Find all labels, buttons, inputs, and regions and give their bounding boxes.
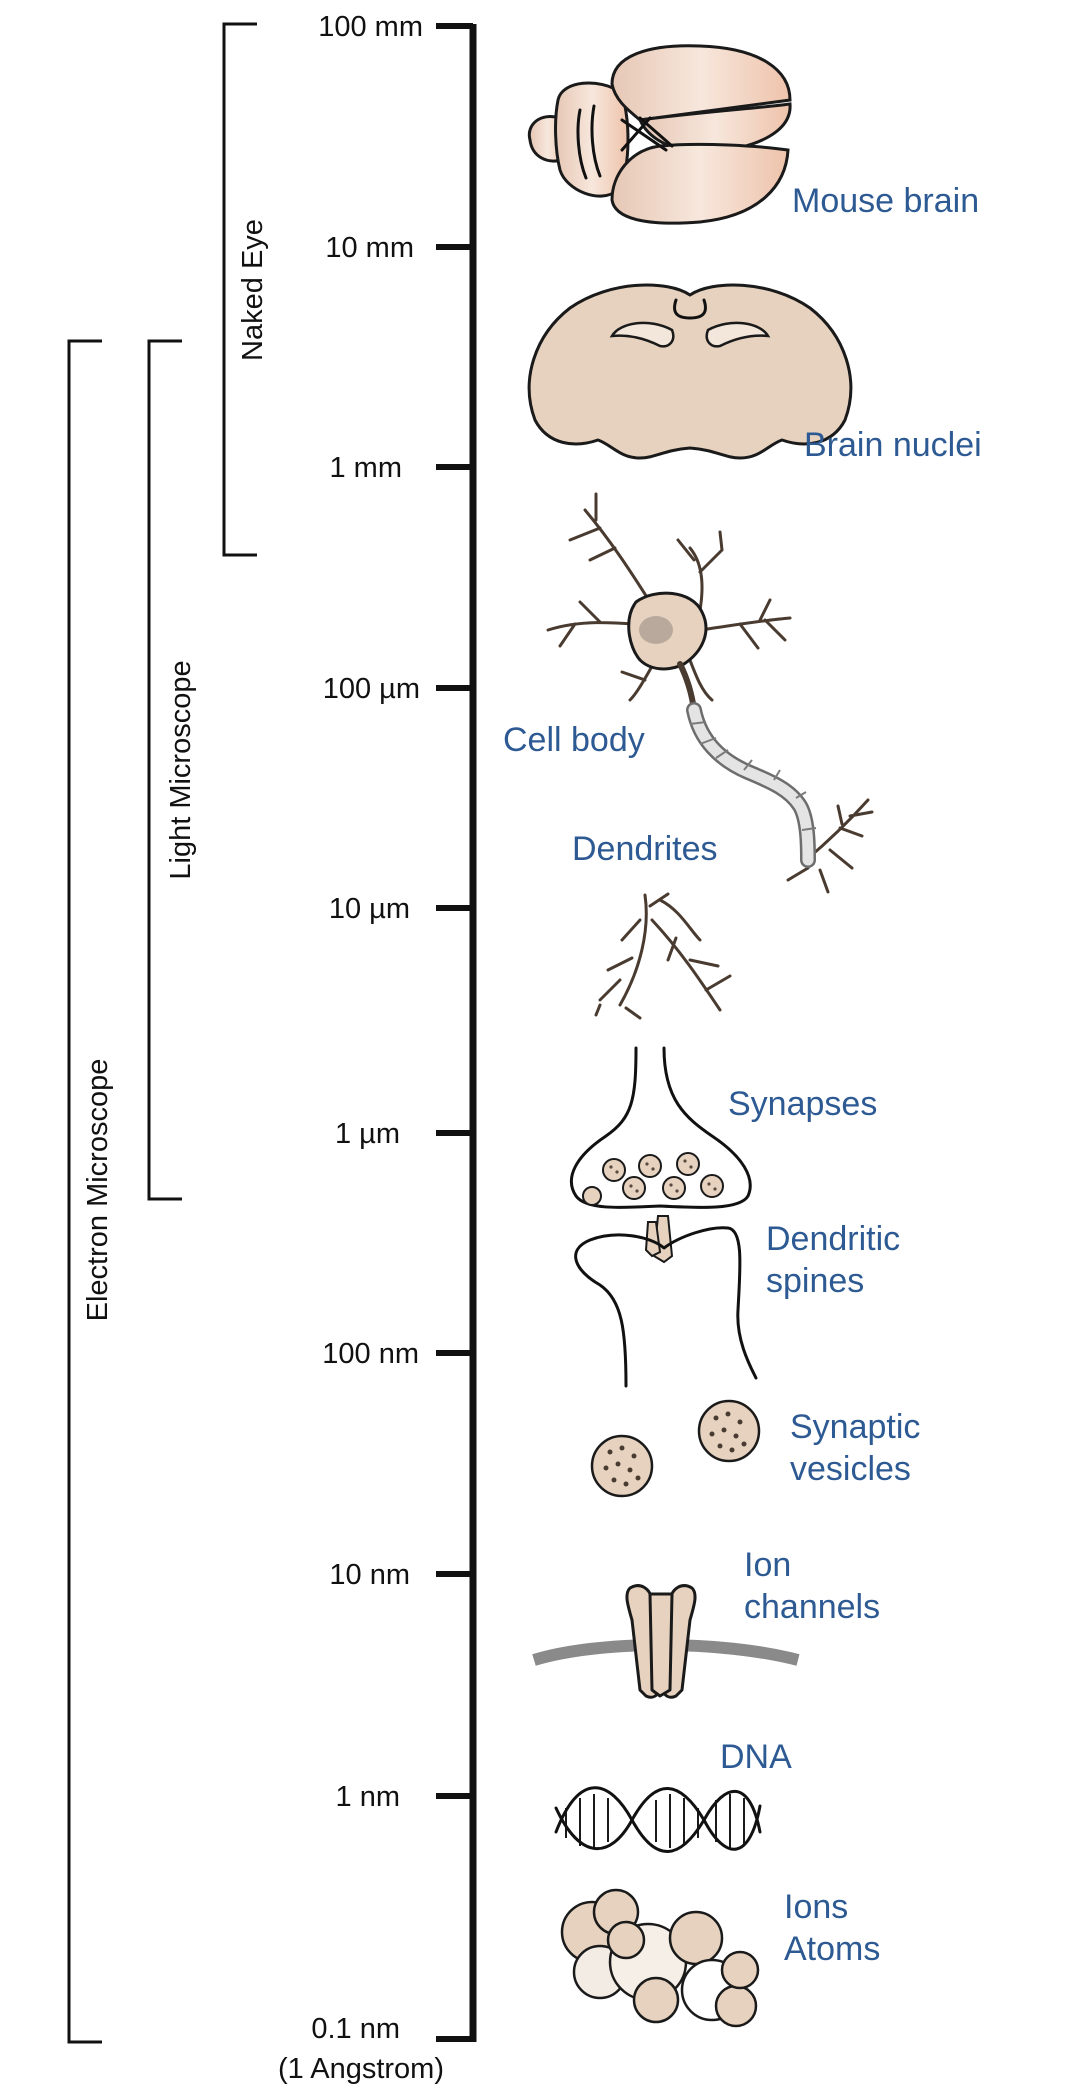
naked-eye-label: Naked Eye — [237, 219, 269, 361]
tick-label: 100 mm — [318, 11, 423, 43]
item-label: Synaptic — [790, 1408, 920, 1446]
brain-nuclei-illustration — [527, 283, 853, 460]
dendrites-illustration — [594, 892, 732, 1020]
synapse-illustration — [570, 1046, 758, 1388]
item-label: Dendrites — [572, 830, 718, 868]
tick-label: 1 mm — [330, 452, 403, 484]
mouse-brain-illustration — [527, 44, 792, 225]
mouse-brain-label: Mouse brain — [792, 182, 979, 220]
tick-label: 10 µm — [329, 893, 410, 925]
tick-label: 1 µm — [335, 1118, 400, 1150]
electron-microscope-label: Electron Microscope — [82, 1059, 114, 1322]
tick-label: 100 µm — [323, 673, 420, 705]
cell-body-label: Cell body — [503, 721, 645, 759]
tick-label: 100 nm — [322, 1338, 419, 1370]
item-label: Dendritic — [766, 1220, 900, 1258]
item-label: Ions — [784, 1888, 848, 1926]
item-label: Mouse brain — [792, 182, 979, 220]
light-microscope-bracket — [147, 339, 182, 1201]
ion-channels-illustration — [532, 1584, 800, 1699]
item-label: DNA — [720, 1738, 792, 1776]
tick-label: 0.1 nm — [311, 2013, 400, 2045]
angstrom-note: (1 Angstrom) — [278, 2053, 444, 2085]
item-label: Ion — [744, 1546, 791, 1584]
synaptic-vesicles-label: Synaptic vesicles — [790, 1408, 920, 1488]
item-label: Synapses — [728, 1085, 877, 1123]
ion-channels-label: Ion channels — [744, 1546, 880, 1626]
dna-illustration — [554, 1786, 762, 1853]
ions-atoms-illustration — [560, 1888, 760, 2028]
item-label: vesicles — [790, 1450, 911, 1488]
scale-tick-labels: 100 mm 10 mm 1 mm 100 µm 10 µm 1 µm 100 … — [311, 11, 423, 2045]
naked-eye-bracket — [222, 22, 257, 557]
neuron-illustration — [546, 492, 874, 894]
item-label: Brain nuclei — [804, 426, 982, 464]
item-label: Atoms — [784, 1930, 880, 1968]
item-label: channels — [744, 1588, 880, 1626]
dendrites-label: Dendrites — [572, 830, 718, 868]
dendritic-spines-label: Dendritic spines — [766, 1220, 900, 1300]
tick-label: 10 nm — [329, 1559, 410, 1591]
item-label: spines — [766, 1262, 864, 1300]
synapses-label: Synapses — [728, 1085, 877, 1123]
tick-label: 10 mm — [325, 232, 414, 264]
ions-atoms-label: Ions Atoms — [784, 1888, 880, 1968]
synaptic-vesicle-group — [582, 1152, 724, 1206]
dna-label: DNA — [720, 1738, 792, 1776]
tick-label: 1 nm — [336, 1781, 400, 1813]
light-microscope-label: Light Microscope — [165, 660, 197, 879]
electron-microscope-bracket — [67, 339, 102, 2044]
item-label: Cell body — [503, 721, 645, 759]
synaptic-vesicles-illustration — [590, 1399, 761, 1498]
brain-nuclei-label: Brain nuclei — [804, 426, 982, 464]
scale-ticks — [436, 23, 473, 2042]
